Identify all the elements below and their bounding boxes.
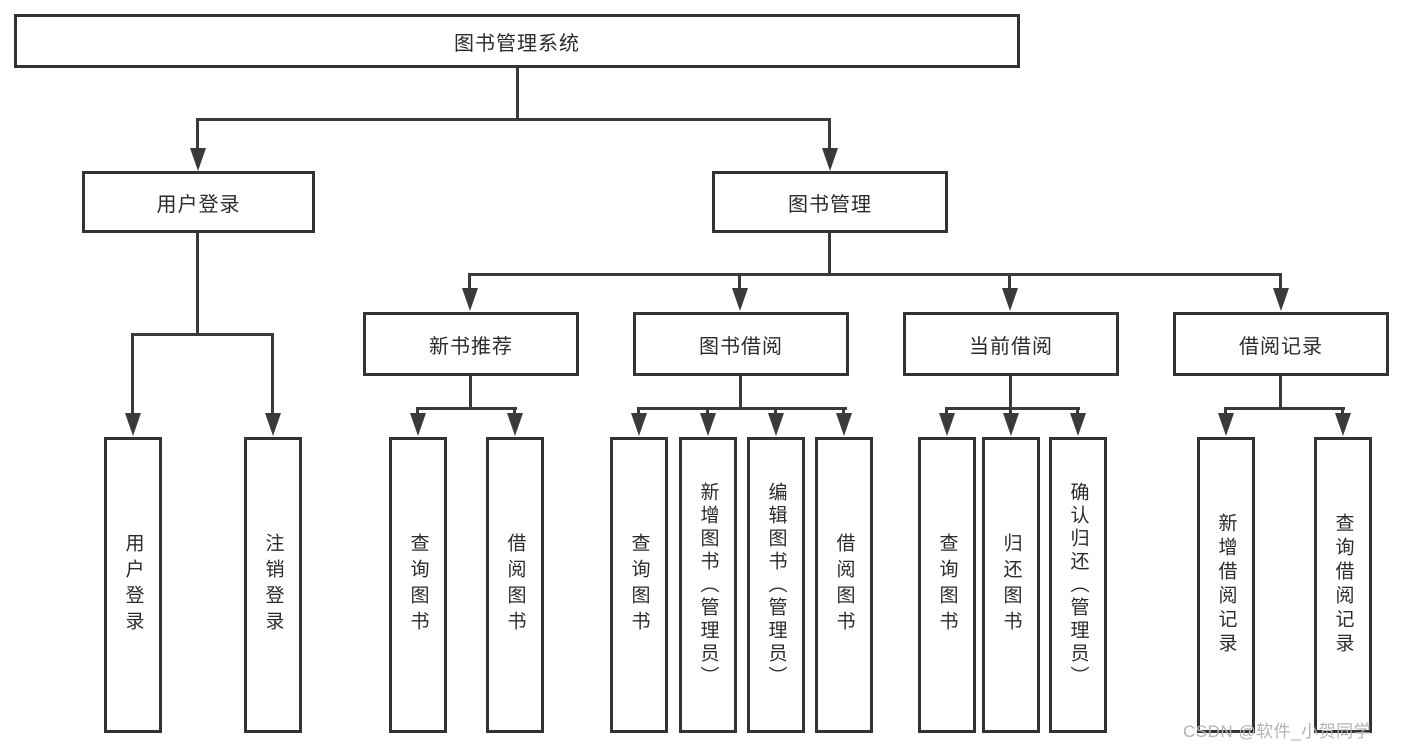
node-user-login: 用户登录 (82, 171, 315, 233)
connector (196, 233, 199, 336)
arrowhead-down-icon (1070, 413, 1086, 436)
connector (131, 333, 134, 414)
connector (196, 118, 199, 151)
arrowhead-down-icon (732, 288, 748, 311)
leaf-query-books-borrowing: 查询图书 (610, 437, 668, 733)
connector (513, 407, 516, 416)
connector (1008, 273, 1011, 291)
node-borrowing-records: 借阅记录 (1173, 312, 1389, 376)
arrowhead-down-icon (190, 148, 206, 171)
leaf-borrow-books-recommend: 借阅图书 (486, 437, 544, 733)
connector (271, 333, 274, 414)
arrowhead-down-icon (1335, 413, 1351, 436)
connector (1076, 407, 1079, 416)
leaf-add-borrow-record: 新增借阅记录 (1197, 437, 1255, 733)
node-library-management-system: 图书管理系统 (14, 14, 1020, 68)
connector (637, 407, 847, 410)
leaf-query-borrow-record: 查询借阅记录 (1314, 437, 1372, 733)
connector (416, 407, 419, 416)
arrowhead-down-icon (462, 288, 478, 311)
connector (706, 407, 709, 416)
node-current-borrowing: 当前借阅 (903, 312, 1119, 376)
connector (416, 407, 517, 410)
arrowhead-down-icon (939, 413, 955, 436)
leaf-user-login: 用户登录 (104, 437, 162, 733)
arrowhead-down-icon (125, 413, 141, 436)
connector (738, 273, 741, 291)
arrowhead-down-icon (1218, 413, 1234, 436)
connector (1279, 376, 1282, 409)
connector (842, 407, 845, 416)
arrowhead-down-icon (822, 148, 838, 171)
connector (1279, 273, 1282, 291)
connector (1009, 376, 1012, 409)
connector (828, 118, 831, 151)
csdn-watermark: CSDN @软件_小贺同学 (1183, 722, 1372, 741)
connector (469, 376, 472, 409)
connector (468, 273, 1282, 276)
arrowhead-down-icon (631, 413, 647, 436)
arrowhead-down-icon (1273, 288, 1289, 311)
connector (945, 407, 1080, 410)
connector (516, 68, 519, 120)
connector (739, 376, 742, 409)
arrowhead-down-icon (768, 413, 784, 436)
node-new-book-recommend: 新书推荐 (363, 312, 579, 376)
arrowhead-down-icon (265, 413, 281, 436)
leaf-return-books: 归还图书 (982, 437, 1040, 733)
arrowhead-down-icon (1002, 288, 1018, 311)
arrowhead-down-icon (507, 413, 523, 436)
leaf-logout: 注销登录 (244, 437, 302, 733)
connector (1224, 407, 1227, 416)
connector (196, 118, 831, 121)
leaf-edit-books-admin: 编辑图书（管理员） (747, 437, 805, 733)
leaf-borrow-books: 借阅图书 (815, 437, 873, 733)
leaf-query-books-recommend: 查询图书 (389, 437, 447, 733)
connector (774, 407, 777, 416)
arrowhead-down-icon (1003, 413, 1019, 436)
arrowhead-down-icon (836, 413, 852, 436)
node-book-borrowing: 图书借阅 (633, 312, 849, 376)
arrowhead-down-icon (700, 413, 716, 436)
connector (1341, 407, 1344, 416)
connector (1224, 407, 1345, 410)
connector (945, 407, 948, 416)
leaf-query-books-current: 查询图书 (918, 437, 976, 733)
node-book-management: 图书管理 (712, 171, 948, 233)
connector (468, 273, 471, 291)
connector (828, 233, 831, 275)
connector (1009, 407, 1012, 416)
leaf-confirm-return-admin: 确认归还（管理员） (1049, 437, 1107, 733)
arrowhead-down-icon (410, 413, 426, 436)
leaf-add-books-admin: 新增图书（管理员） (679, 437, 737, 733)
connector (131, 333, 274, 336)
connector (637, 407, 640, 416)
